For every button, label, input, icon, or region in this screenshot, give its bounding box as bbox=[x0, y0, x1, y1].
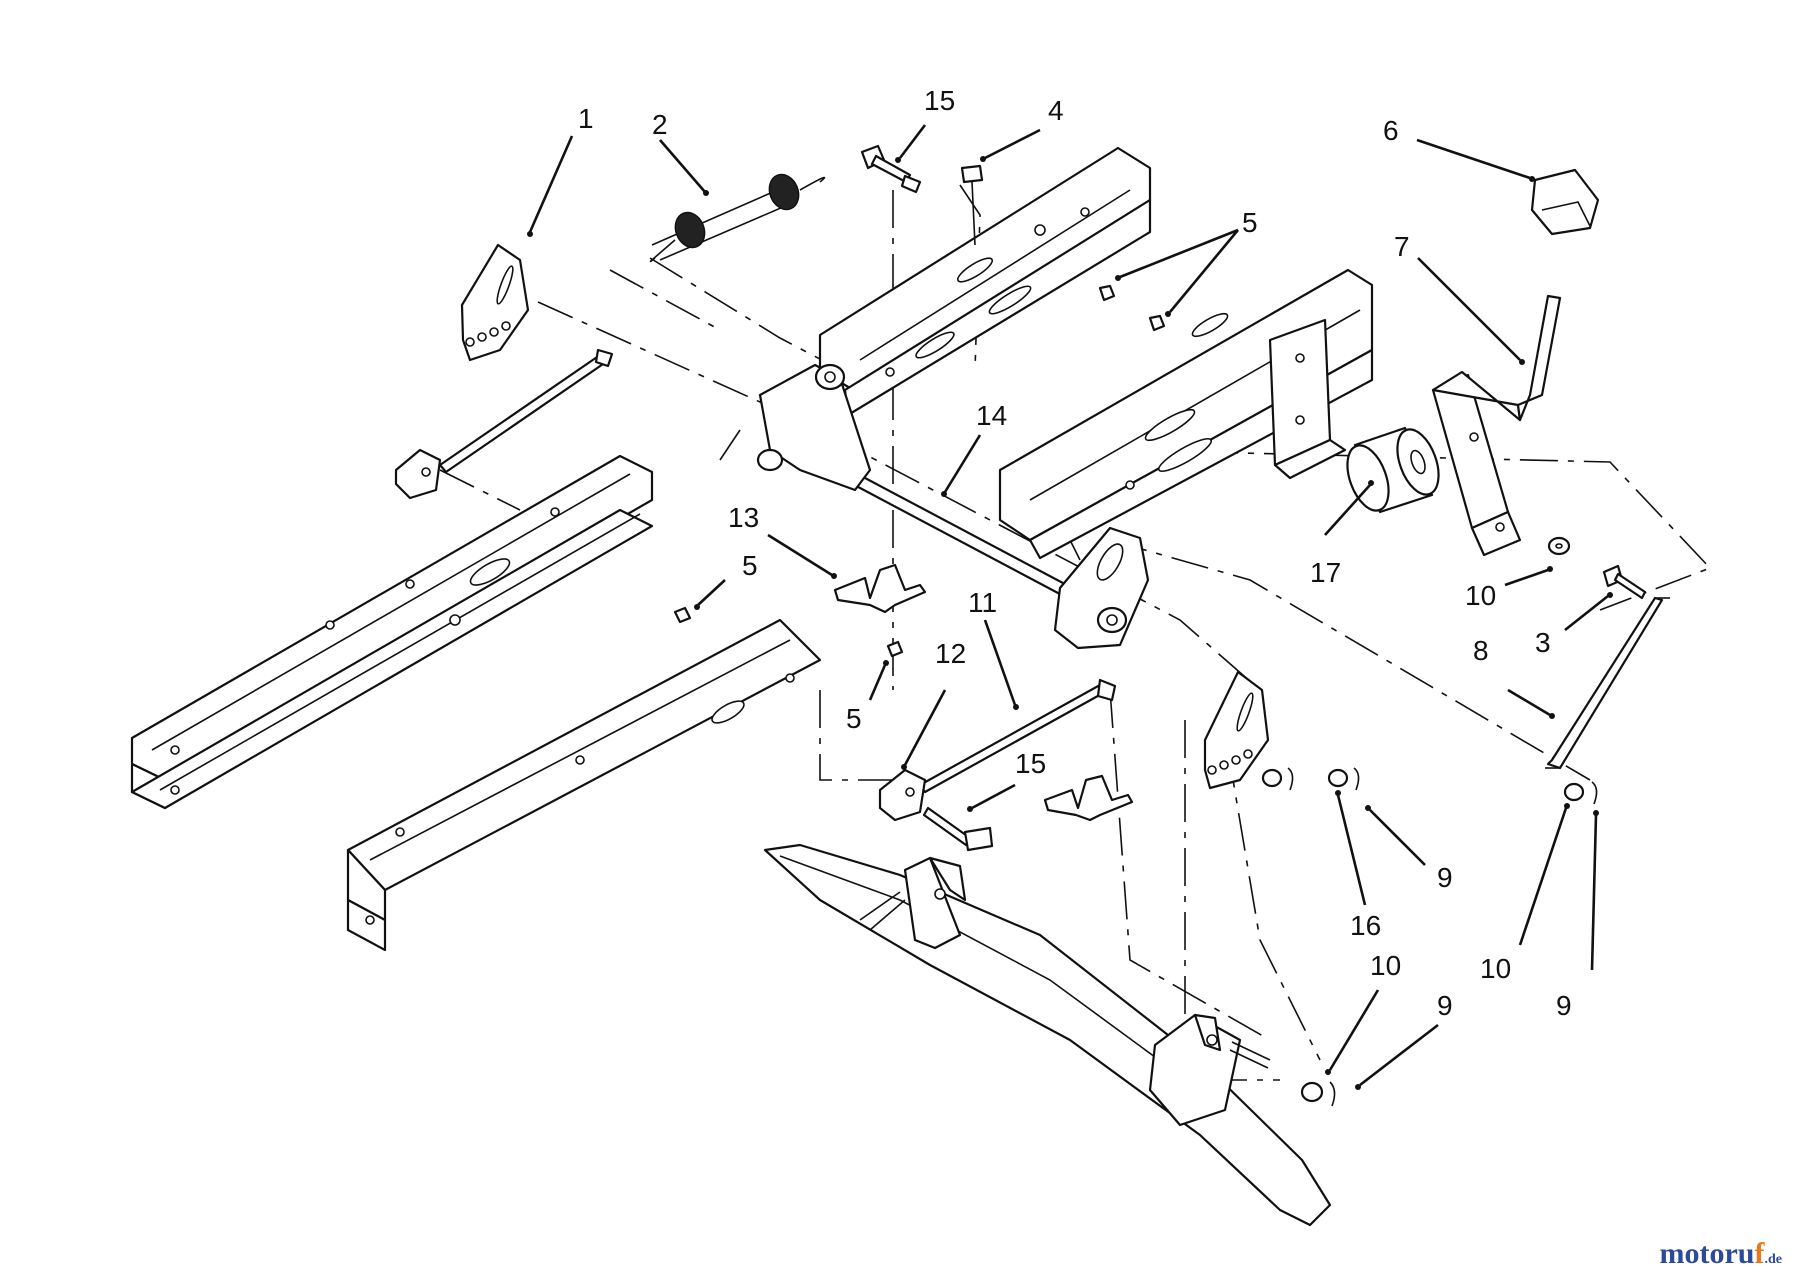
clip-part-13 bbox=[833, 563, 927, 614]
height-plate-part-16 bbox=[1203, 670, 1270, 790]
watermark-tld: .de bbox=[1764, 1252, 1783, 1267]
nut-5-d bbox=[886, 640, 904, 658]
callout-label: 3 bbox=[1535, 627, 1551, 658]
callout-label: 10 bbox=[1480, 953, 1511, 984]
clip-part-13-lower bbox=[1043, 774, 1134, 822]
height-plate-part-1 bbox=[460, 243, 530, 362]
pin-9-b bbox=[1591, 781, 1598, 805]
callout-labels: 1 2 15 4 6 5 7 14 13 5 11 17 10 3 8 12 5… bbox=[578, 85, 1572, 1021]
callout-label: 9 bbox=[1556, 990, 1572, 1021]
callout-label: 1 bbox=[578, 103, 594, 134]
callout-label: 7 bbox=[1394, 231, 1410, 262]
callout-label: 12 bbox=[935, 638, 966, 669]
nut-5-a bbox=[1098, 284, 1116, 302]
watermark-main: motoru bbox=[1659, 1237, 1755, 1270]
callout-label: 5 bbox=[742, 550, 758, 581]
nut-5-c bbox=[673, 606, 692, 624]
pin-9-c bbox=[1329, 1081, 1336, 1107]
callout-leaders bbox=[527, 124, 1613, 1090]
callout-label: 14 bbox=[976, 400, 1007, 431]
callout-label: 9 bbox=[1437, 862, 1453, 893]
bolt-part-15-top bbox=[860, 144, 922, 194]
callout-label: 2 bbox=[652, 109, 668, 140]
callout-label: 5 bbox=[1242, 207, 1258, 238]
callout-label: 6 bbox=[1383, 115, 1399, 146]
bolt-part-3 bbox=[1602, 564, 1647, 600]
pin-9-a bbox=[1353, 767, 1360, 791]
bolt-part-15-lower bbox=[922, 806, 994, 852]
washer-10-c bbox=[1300, 1081, 1324, 1103]
washer-10-b bbox=[1563, 782, 1585, 802]
nut-5-b bbox=[1148, 314, 1166, 332]
callout-label: 8 bbox=[1473, 635, 1489, 666]
callout-label: 15 bbox=[924, 85, 955, 116]
fasteners bbox=[673, 284, 1598, 1107]
shaft-part-14 bbox=[756, 363, 1150, 650]
callout-label: 15 bbox=[1015, 748, 1046, 779]
callout-label: 10 bbox=[1465, 580, 1496, 611]
callout-label: 16 bbox=[1350, 910, 1381, 941]
watermark-logo: motoruf.de bbox=[1660, 1237, 1782, 1271]
rod-part-upper bbox=[394, 348, 614, 500]
callout-label: 9 bbox=[1437, 990, 1453, 1021]
lower-frame-rail bbox=[346, 618, 822, 952]
callout-label: 11 bbox=[968, 587, 997, 618]
center-channel-bracket bbox=[998, 268, 1374, 560]
rod-part-11 bbox=[878, 678, 1117, 822]
spring-part-2 bbox=[649, 173, 826, 263]
knob-part-6 bbox=[1530, 168, 1600, 236]
callout-label: 4 bbox=[1048, 95, 1064, 126]
callout-label: 10 bbox=[1370, 950, 1401, 981]
callout-label: 17 bbox=[1310, 557, 1341, 588]
deck-lift-arm bbox=[763, 843, 1332, 1227]
bolt-part-4 bbox=[960, 164, 984, 246]
callout-label: 5 bbox=[846, 703, 862, 734]
roller-part-17 bbox=[1346, 426, 1440, 514]
left-frame-rail bbox=[130, 454, 654, 810]
washer-16 bbox=[1327, 768, 1349, 788]
lever-part-7 bbox=[1431, 294, 1562, 557]
upper-channel-bracket bbox=[818, 146, 1152, 417]
rod-part-8 bbox=[1545, 596, 1670, 770]
watermark-accent: f bbox=[1754, 1237, 1765, 1270]
callout-label: 13 bbox=[728, 502, 759, 533]
